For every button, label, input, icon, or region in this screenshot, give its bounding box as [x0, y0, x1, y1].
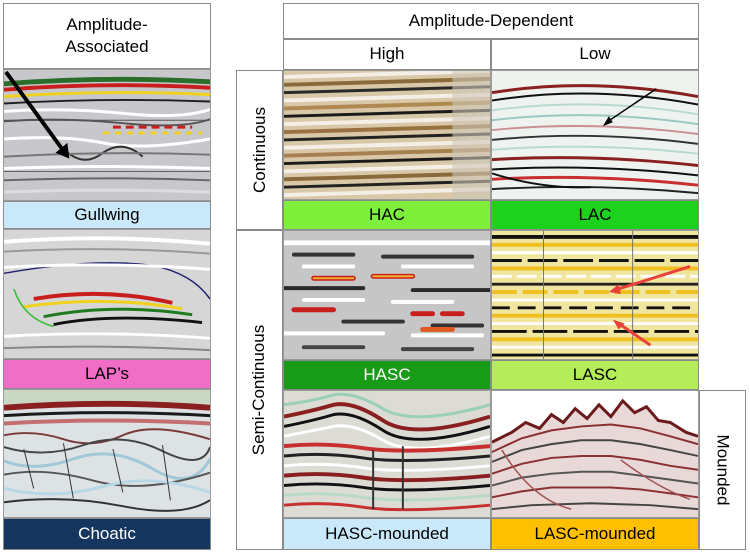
gullwing-seismic-image: [3, 69, 211, 201]
semi-continuous-row-label: Semi-Continuous: [236, 230, 283, 550]
hasc-mounded-seismic-image: [283, 390, 491, 518]
lasc-mounded-seismic-image: [491, 390, 699, 518]
mounded-label-text: Mounded: [713, 434, 733, 506]
laps-caption: LAP’s: [3, 359, 211, 389]
lasc-seismic-image: [491, 230, 699, 360]
semi-continuous-label-text: Semi-Continuous: [249, 324, 269, 456]
low-column-header: Low: [491, 39, 699, 70]
lasc-mounded-caption: LASC-mounded: [491, 518, 699, 550]
hasc-caption: HASC: [283, 360, 491, 390]
left-header-line2: Associated: [65, 37, 149, 56]
choatic-caption: Choatic: [3, 518, 211, 550]
lasc-caption: LASC: [491, 360, 699, 390]
continuous-row-label: Continuous: [236, 70, 283, 230]
lac-caption: LAC: [491, 200, 699, 230]
high-column-header: High: [283, 39, 491, 70]
hac-seismic-image: [283, 70, 491, 200]
hasc-caption-text: HASC: [363, 365, 411, 384]
continuous-label-text: Continuous: [249, 106, 269, 194]
mounded-row-label: Mounded: [699, 390, 746, 550]
hasc-mounded-caption: HASC-mounded: [283, 518, 491, 550]
amplitude-associated-header: Amplitude- Associated: [3, 3, 211, 69]
laps-seismic-image: [3, 229, 211, 359]
left-header-line1: Amplitude-: [66, 14, 148, 34]
amplitude-dependent-header: Amplitude-Dependent: [283, 3, 699, 39]
lac-seismic-image: [491, 70, 699, 200]
hasc-seismic-image: [283, 230, 491, 360]
hac-caption: HAC: [283, 200, 491, 230]
choatic-caption-text: Choatic: [78, 524, 136, 543]
choatic-seismic-image: [3, 389, 211, 518]
gullwing-caption: Gullwing: [3, 201, 211, 229]
